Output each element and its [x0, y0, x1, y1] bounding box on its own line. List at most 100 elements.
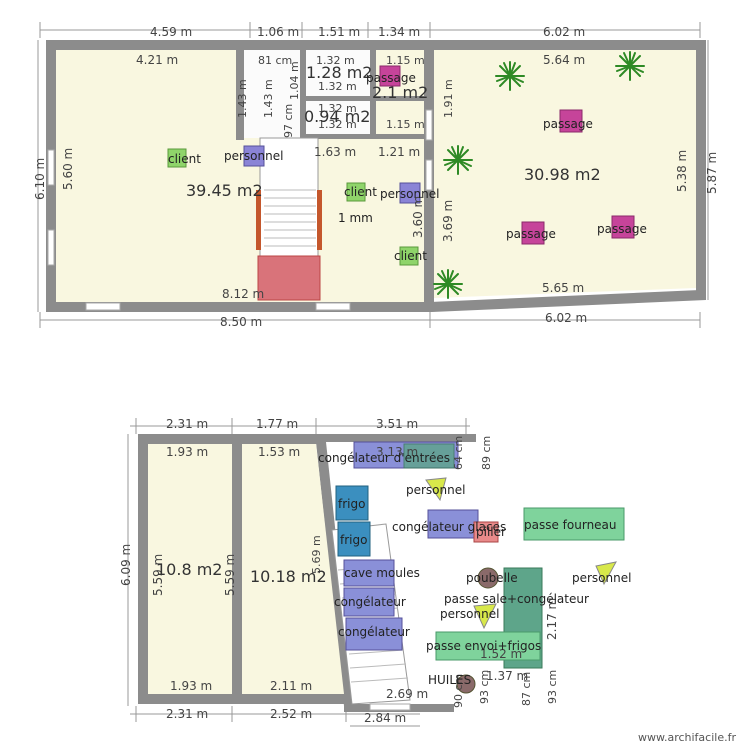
frigo [337, 521, 371, 557]
dim-b-top-2: 1.77 m [256, 417, 298, 431]
dim-b-bottom-inner-3: 2.69 m [386, 687, 428, 701]
personnel-icon [425, 477, 447, 502]
dim-side-3: 5.38 m [675, 150, 689, 192]
dim-bottom-inner-1: 8.12 m [222, 287, 264, 301]
dim-b-side-2: 5.59 m [151, 554, 165, 596]
passe-envoi [435, 631, 541, 661]
dim-small-9: 1.15 m [386, 118, 425, 131]
congelateur-glaces-label: congélateur glaces [392, 520, 506, 534]
dim-small-10: 1.63 m [314, 145, 356, 159]
dim-b-side-1: 6.09 m [119, 544, 133, 586]
passage-marker [559, 109, 583, 133]
plant-icon [615, 51, 645, 81]
personnel-marker [399, 182, 421, 204]
poubelle-label: poubelle [466, 571, 518, 585]
dim-top-2: 1.06 m [257, 25, 299, 39]
dim-bottom-inner-2: 5.65 m [542, 281, 584, 295]
piller [473, 521, 499, 543]
congelateur-unit [345, 617, 403, 651]
area-label: 2.1 m2 [372, 83, 428, 102]
dim-b-bottom-inner-2: 2.11 m [270, 679, 312, 693]
congelateur-label: congélateur [334, 595, 406, 609]
dim-inner-3: 1.32 m [316, 54, 355, 67]
personnel-marker [243, 145, 265, 167]
piller-label: piller [476, 525, 506, 539]
top-dimension-lines [37, 22, 709, 328]
passe-envoi-label: passe envoi+frigos [426, 639, 541, 653]
passage-label: passage [597, 222, 647, 236]
huiles-label: HUILES [428, 673, 471, 687]
passe-fourneau-label: passe fourneau [524, 518, 617, 532]
area-label: 30.98 m2 [524, 165, 601, 184]
bottom-plan: 2.31 m 1.77 m 3.51 m 1.93 m 1.53 m 3.13 … [119, 417, 631, 727]
congelateur-entrees-label: congélateur d'entrées [318, 451, 450, 465]
dim-bottom-1: 8.50 m [220, 315, 262, 329]
dim-b-bottom-inner-4: 1.52 m [480, 647, 522, 661]
dim-small-7: 1.32 m [318, 102, 357, 115]
personnel-label: personnel [224, 149, 283, 163]
dim-small-6: 97 cm [282, 104, 295, 138]
dim-inner-1: 4.21 m [136, 53, 178, 67]
passage-marker [611, 215, 635, 239]
top-labels: 4.59 m 1.06 m 1.51 m 1.34 m 6.02 m 4.21 … [33, 25, 719, 329]
personnel-label: personnel [572, 571, 631, 585]
passage-label: passage [506, 227, 556, 241]
dim-b-inner-2: 1.53 m [258, 445, 300, 459]
personnel-label: personnel [406, 483, 465, 497]
plant-icon [495, 61, 525, 91]
dim-b-side-3: 5.59 m [223, 554, 237, 596]
plant-icon [443, 145, 473, 175]
dim-b-inner-1: 1.93 m [166, 445, 208, 459]
personnel-label: personnel [440, 607, 499, 621]
dim-small-4: 1.32 m [318, 80, 357, 93]
frigo [335, 485, 369, 521]
cave-moules-label: cave moules [344, 566, 420, 580]
client-label: client [344, 185, 377, 199]
area-label: 10.8 m2 [156, 560, 222, 579]
dim-b-bottom-2: 2.52 m [270, 707, 312, 721]
bottom-furniture [335, 441, 625, 694]
client-label: client [168, 152, 201, 166]
client-marker [399, 246, 419, 266]
dim-b-bottom-inner-9: 90 cm [452, 674, 465, 708]
credit-text: www.archifacile.fr [637, 731, 736, 744]
cave-moules [343, 559, 395, 587]
passe-fourneau [523, 507, 625, 541]
dim-top-1: 4.59 m [150, 25, 192, 39]
client-marker [346, 182, 366, 202]
dim-side-2: 5.60 m [61, 148, 75, 190]
personnel-icon [473, 603, 497, 630]
congelateur-label: congélateur [338, 625, 410, 639]
top-furniture [167, 51, 645, 299]
dim-side-1: 6.10 m [33, 158, 47, 200]
dim-b-top-3: 3.51 m [376, 417, 418, 431]
area-label: 1.28 m2 [306, 63, 372, 82]
dim-top-5: 6.02 m [543, 25, 585, 39]
huiles-icon [456, 674, 476, 694]
personnel-icon [595, 561, 617, 586]
dim-b-bottom-inner-5: 1.37 m [486, 669, 528, 683]
passage-marker [521, 221, 545, 245]
dim-small-8: 1.32 m [318, 118, 357, 131]
dim-bottom-2: 6.02 m [545, 311, 587, 325]
top-staircase [256, 137, 322, 301]
dim-inner-2: 81 cm [258, 54, 292, 67]
top-walls [46, 40, 706, 312]
dim-small-11: 1.21 m [378, 145, 420, 159]
congelateur-unit [343, 587, 395, 617]
dim-b-inner-5: 64 cm [452, 436, 465, 470]
top-plan: 4.59 m 1.06 m 1.51 m 1.34 m 6.02 m 4.21 … [33, 22, 719, 329]
dim-inner-5: 5.64 m [543, 53, 585, 67]
dim-small-1: 1.43 m [236, 79, 249, 118]
dim-b-top-1: 2.31 m [166, 417, 208, 431]
poubelle-icon [477, 567, 499, 589]
dim-small-12: 3.60 m [411, 196, 425, 238]
area-label: 1 mm [338, 211, 373, 225]
dim-small-5: 1.91 m [442, 79, 455, 118]
passage-label: passage [366, 71, 416, 85]
dim-side-4: 5.87 m [705, 152, 719, 194]
dim-b-inner-4: 89 cm [480, 436, 493, 470]
passage-label: passage [543, 117, 593, 131]
area-label: 39.45 m2 [186, 181, 263, 200]
